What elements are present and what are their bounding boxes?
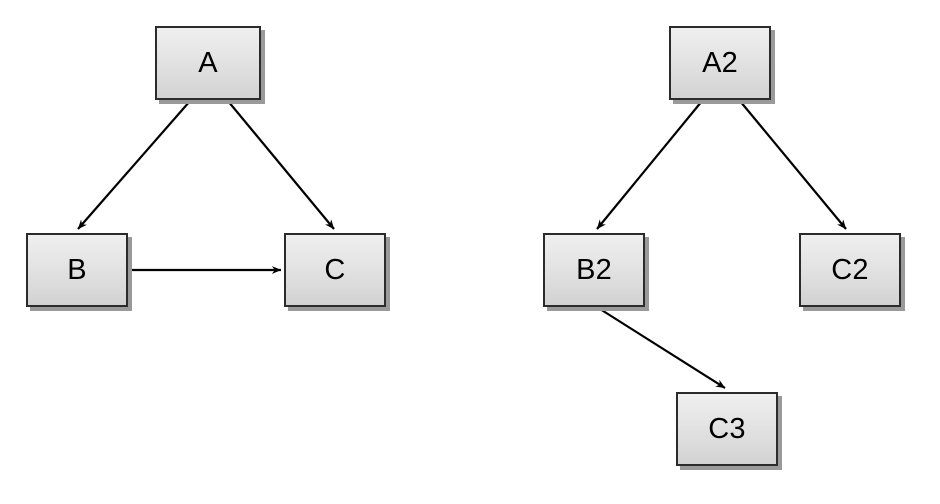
node-label-c3: C3 (708, 412, 746, 445)
node-label-c2: C2 (831, 253, 869, 286)
node-c3[interactable]: C3 (676, 392, 778, 466)
node-b2[interactable]: B2 (543, 233, 645, 307)
edge-b2-c3 (599, 308, 726, 389)
node-c[interactable]: C (284, 233, 386, 307)
node-label-a: A (198, 46, 218, 79)
edge-a2-c2 (739, 100, 847, 230)
edge-a2-b2 (596, 100, 703, 230)
node-a[interactable]: A (155, 26, 261, 100)
edge-a-b (77, 100, 191, 230)
node-label-c: C (324, 253, 346, 286)
node-label-a2: A2 (702, 46, 738, 79)
node-label-b2: B2 (576, 253, 612, 286)
node-a2[interactable]: A2 (669, 26, 771, 100)
node-label-b: B (67, 253, 87, 286)
edge-lines (77, 100, 847, 389)
node-c2[interactable]: C2 (799, 233, 901, 307)
edge-a-c (227, 100, 335, 230)
node-b[interactable]: B (26, 233, 128, 307)
